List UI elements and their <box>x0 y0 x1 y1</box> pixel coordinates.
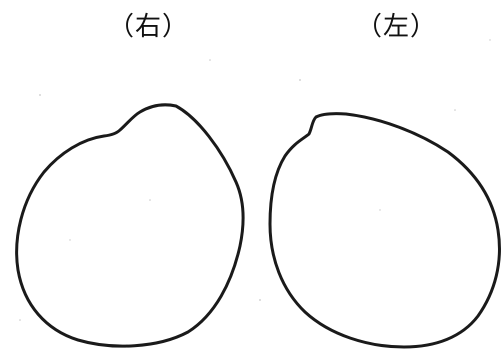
right-shape-outline <box>15 103 245 348</box>
label-left: （左） <box>356 12 438 42</box>
scan-noise <box>19 39 491 321</box>
label-right: （右） <box>108 12 190 42</box>
left-shape-outline <box>268 112 501 349</box>
